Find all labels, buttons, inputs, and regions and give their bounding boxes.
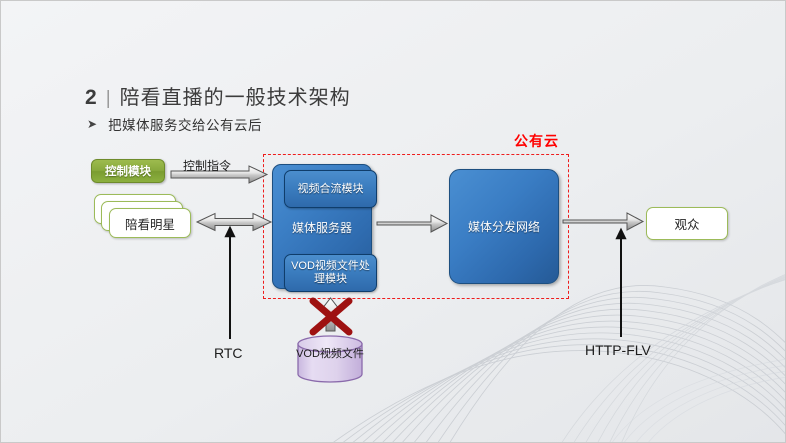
node-vod-storage[interactable]: VOD视频文件 (296, 335, 364, 383)
title-separator: | (105, 88, 111, 109)
public-cloud-label: 公有云 (514, 133, 559, 149)
node-viewer[interactable]: 观众 (646, 207, 728, 240)
bullet-line: ➤ 把媒体服务交给公有云后 (87, 114, 262, 134)
cdn-label: 媒体分发网络 (467, 220, 540, 234)
red-x-icon (309, 297, 353, 336)
media-server-label: 媒体服务器 (291, 221, 352, 235)
bullet-arrow-icon: ➤ (87, 117, 98, 131)
viewer-label: 观众 (674, 218, 700, 232)
node-cdn[interactable]: 媒体分发网络 (449, 169, 559, 284)
page-title: 2 | 陪看直播的一般技术架构 (85, 81, 351, 110)
cylinder-shape (297, 335, 363, 383)
node-vod-processing-module[interactable]: VOD视频文件处理模块 (284, 254, 377, 292)
video-mixing-module-label: 视频合流模块 (297, 182, 364, 195)
title-number: 2 (85, 86, 97, 109)
control-module-label: 控制模块 (105, 166, 151, 178)
star-stack-label: 陪看明星 (124, 217, 175, 232)
connector-vod-upload (320, 297, 341, 332)
node-control-module[interactable]: 控制模块 (91, 159, 165, 183)
vod-processing-module-label: VOD视频文件处理模块 (291, 260, 370, 285)
httpflv-label: HTTP-FLV (585, 342, 651, 358)
connector-cdn-to-viewer (562, 212, 645, 231)
node-star-stack[interactable]: 陪看明星 (109, 208, 191, 238)
title-heading: 陪看直播的一般技术架构 (119, 87, 351, 109)
bullet-label: 把媒体服务交给公有云后 (108, 118, 263, 133)
rtc-label: RTC (214, 345, 243, 361)
connector-star-bidirectional (195, 212, 273, 232)
vod-storage-label: VOD视频文件 (296, 348, 364, 360)
node-video-mixing-module[interactable]: 视频合流模块 (284, 170, 377, 208)
control-command-label: 控制指令 (183, 159, 232, 173)
